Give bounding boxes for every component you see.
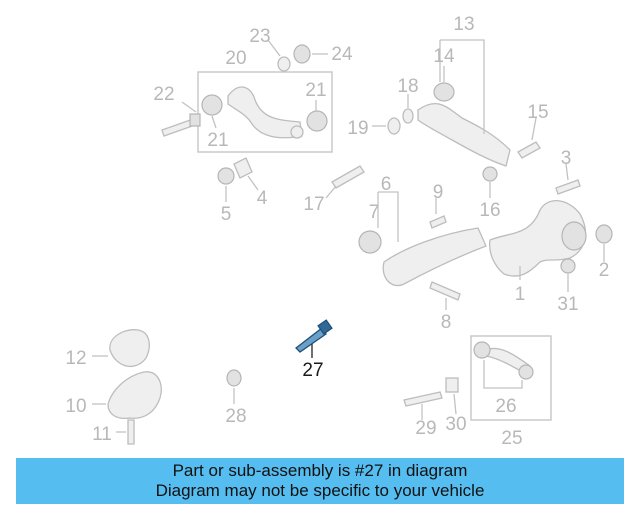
upper-control-arm-part bbox=[201, 86, 328, 139]
callout-26: 26 bbox=[495, 396, 516, 417]
callout-9: 9 bbox=[433, 182, 444, 203]
washer-18-part bbox=[402, 108, 414, 124]
bolt-15-part bbox=[517, 141, 541, 159]
callout-7: 7 bbox=[369, 202, 380, 223]
nut-16-part bbox=[482, 166, 498, 182]
callout-24: 24 bbox=[331, 44, 353, 65]
callout-25: 25 bbox=[501, 428, 522, 449]
bolt-22-part bbox=[161, 113, 201, 137]
callout-1: 1 bbox=[515, 284, 526, 305]
callout-30: 30 bbox=[445, 414, 466, 435]
callout-6: 6 bbox=[381, 174, 392, 195]
mount-12-part bbox=[109, 329, 150, 368]
callout-23: 23 bbox=[249, 26, 270, 47]
group-box-25 bbox=[470, 335, 552, 421]
bracket-4-part bbox=[233, 157, 253, 179]
group-box-20 bbox=[197, 71, 333, 153]
washer-23-part bbox=[277, 56, 291, 72]
nut-24-part bbox=[293, 44, 311, 64]
callout-4: 4 bbox=[257, 188, 268, 209]
banner-line-2: Diagram may not be specific to your vehi… bbox=[155, 481, 485, 500]
callout-14: 14 bbox=[433, 46, 455, 67]
washer-19-part bbox=[387, 117, 401, 135]
bolt-17-part bbox=[331, 165, 365, 189]
callout-31: 31 bbox=[557, 294, 578, 315]
bushing-5-part bbox=[217, 167, 235, 185]
lower-control-arm-13-part bbox=[417, 82, 511, 167]
callout-28: 28 bbox=[225, 406, 246, 427]
callout-8: 8 bbox=[441, 312, 452, 333]
nut-31-part bbox=[560, 258, 576, 274]
callout-17: 17 bbox=[303, 194, 324, 215]
info-banner: Part or sub-assembly is #27 in diagram D… bbox=[16, 458, 624, 504]
exploded-parts-diagram: 1 2 3 4 5 6 7 8 9 10 11 12 13 14 15 16 1… bbox=[65, 14, 613, 449]
bolt-11-part bbox=[127, 419, 135, 445]
bolt-3-part bbox=[555, 179, 581, 195]
callout-3: 3 bbox=[561, 148, 572, 169]
banner-line-1: Part or sub-assembly is #27 in diagram bbox=[172, 461, 468, 480]
callout-21-left: 21 bbox=[207, 130, 228, 151]
callout-20: 20 bbox=[225, 48, 246, 69]
callout-15: 15 bbox=[527, 102, 548, 123]
callout-22: 22 bbox=[153, 84, 174, 105]
washer-30-part bbox=[445, 377, 459, 393]
callout-11: 11 bbox=[92, 424, 112, 445]
bolt-9-part bbox=[429, 215, 447, 229]
callout-13: 13 bbox=[453, 14, 474, 35]
bracket-10-part bbox=[107, 371, 162, 420]
bolt-27-part bbox=[295, 319, 333, 353]
callout-5: 5 bbox=[221, 204, 232, 225]
trailing-arm-6-part bbox=[358, 227, 487, 287]
callout-29: 29 bbox=[415, 418, 436, 439]
link-26-part bbox=[473, 341, 534, 380]
callout-27-highlighted: 27 bbox=[302, 360, 323, 381]
bolt-8-part bbox=[429, 281, 461, 301]
callout-2: 2 bbox=[599, 260, 610, 281]
callout-16: 16 bbox=[479, 200, 500, 221]
callout-18: 18 bbox=[397, 76, 418, 97]
washer-28-part bbox=[226, 369, 242, 387]
callout-19: 19 bbox=[347, 118, 368, 139]
callout-10: 10 bbox=[65, 396, 86, 417]
knuckle-1-part bbox=[488, 200, 613, 277]
callout-12: 12 bbox=[65, 348, 86, 369]
callout-21-right: 21 bbox=[305, 80, 326, 101]
bolt-29-part bbox=[403, 391, 443, 407]
